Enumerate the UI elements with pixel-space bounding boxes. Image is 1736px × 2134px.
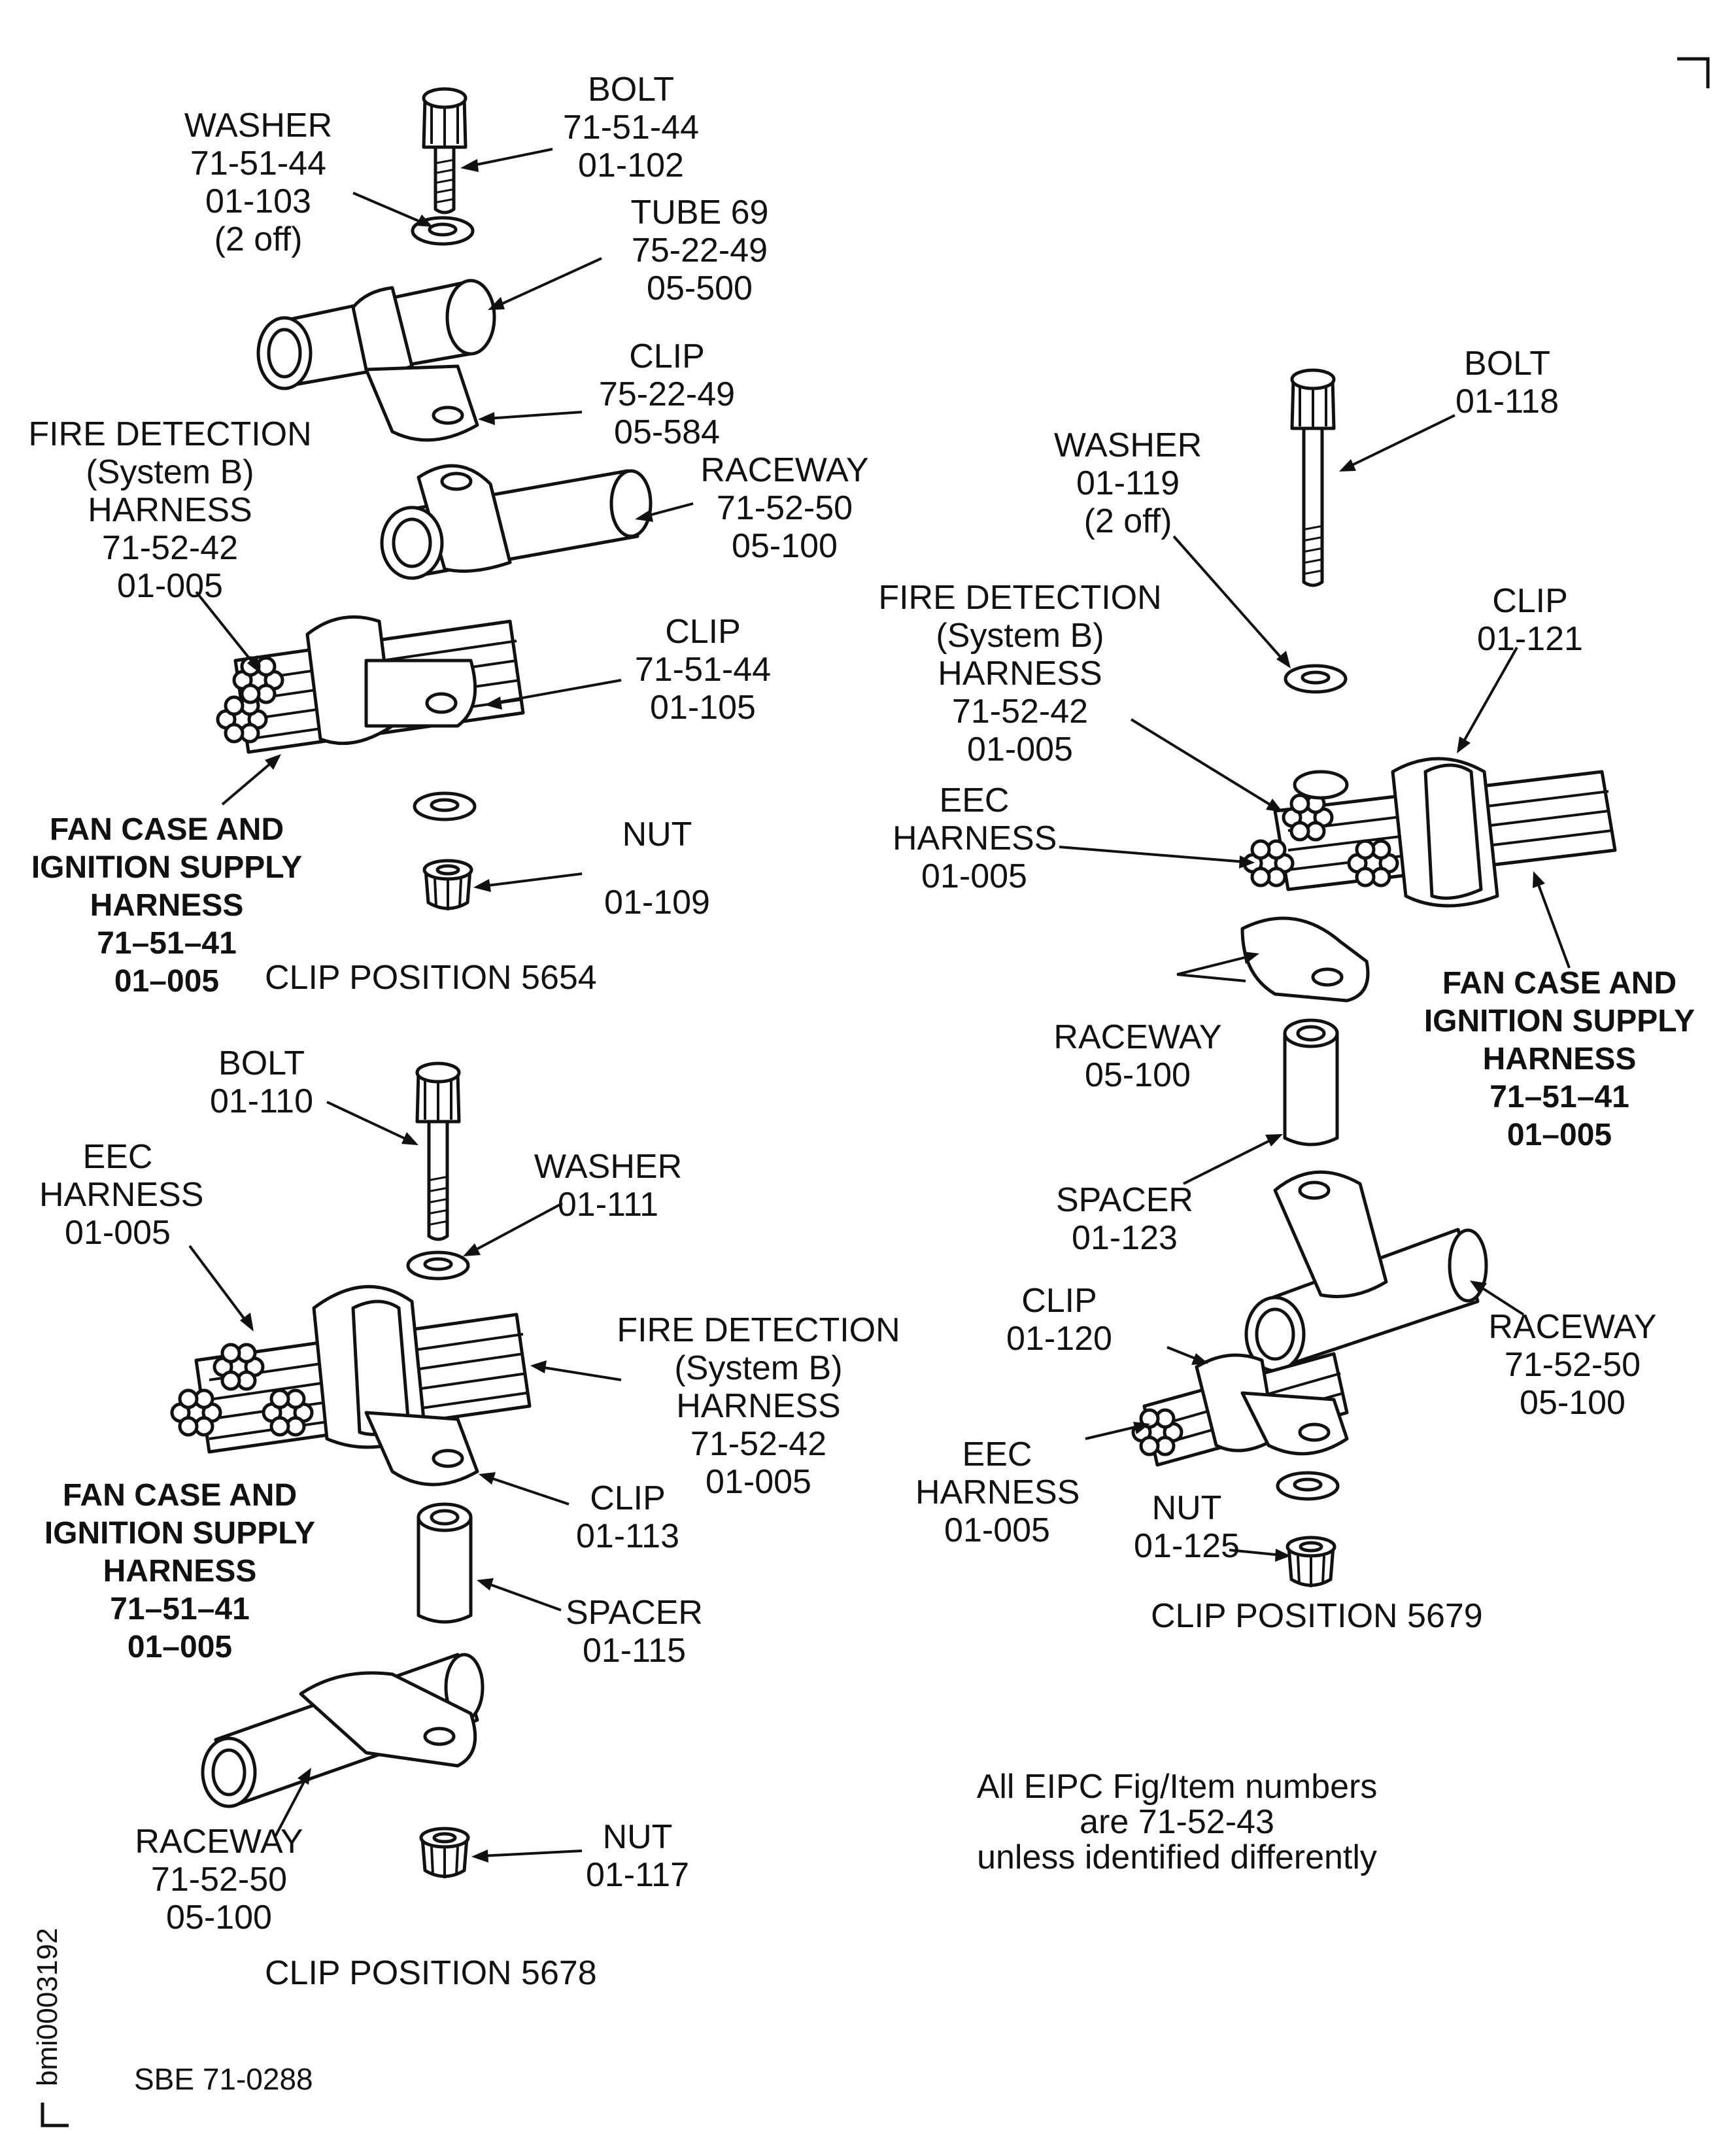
tube-69-drawing bbox=[256, 279, 496, 442]
nut-01-109-drawing bbox=[424, 861, 471, 910]
bolt-01-102-drawing bbox=[422, 87, 468, 215]
washer-01-119-lower-drawing bbox=[1278, 1473, 1338, 1499]
washer-01-119-drawing bbox=[1285, 666, 1346, 692]
caption-clip-position-5679: CLIP POSITION 5679 bbox=[1151, 1597, 1483, 1635]
raceway-5678-drawing bbox=[201, 1653, 485, 1808]
sbe-reference: SBE 71-0288 bbox=[134, 2062, 313, 2096]
bolt-01-118-drawing bbox=[1290, 368, 1336, 587]
harness-bundle-5679-drawing bbox=[1244, 757, 1617, 908]
raceway-05-100-small-drawing bbox=[1240, 916, 1370, 1003]
nut-01-125-drawing bbox=[1287, 1538, 1335, 1587]
bolt-01-110-drawing bbox=[415, 1061, 461, 1241]
harness-bundle-5678-drawing bbox=[172, 1284, 532, 1487]
figure-id-bracket-icon bbox=[41, 2103, 69, 2127]
spacer-01-115-drawing bbox=[417, 1502, 473, 1624]
washer-01-103-lower-drawing bbox=[415, 793, 475, 819]
raceway-05-100-upper-drawing bbox=[380, 464, 653, 580]
nut-01-117-drawing bbox=[421, 1829, 468, 1878]
caption-clip-position-5678: CLIP POSITION 5678 bbox=[265, 1954, 597, 1992]
caption-clip-position-5654: CLIP POSITION 5654 bbox=[265, 959, 597, 997]
figure-id-label: bmi0003192 bbox=[31, 1927, 63, 2086]
raceway-71-52-50-5679-drawing bbox=[1244, 1170, 1488, 1373]
harness-bundle-small-5679-drawing bbox=[1133, 1352, 1349, 1467]
washer-01-111-drawing bbox=[408, 1252, 468, 1279]
corner-bracket-icon bbox=[1677, 57, 1710, 88]
spacer-01-123-drawing bbox=[1283, 1018, 1339, 1146]
harness-bundle-5654-drawing bbox=[218, 615, 525, 754]
